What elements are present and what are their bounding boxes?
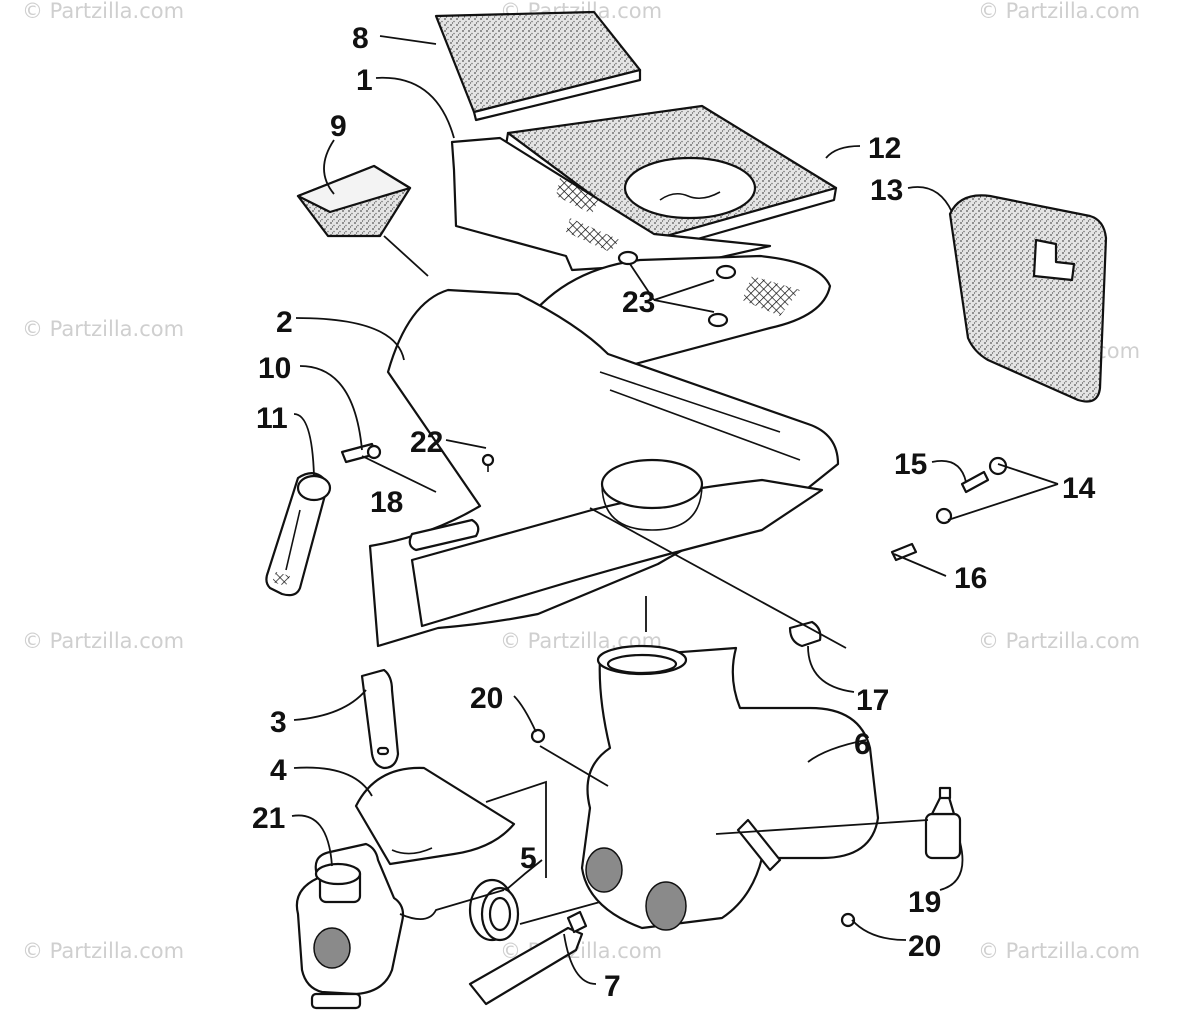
leader-lines (291, 35, 1059, 985)
part-9-foam-cup (296, 164, 412, 238)
callout-22: 22 (410, 426, 443, 459)
callout-2: 2 (276, 306, 293, 339)
part-13-foam-pad (948, 194, 1108, 403)
part-18-hose (408, 518, 480, 552)
part-7-drain-tube (468, 910, 588, 1006)
part-6-lower-airbox (580, 644, 880, 931)
callout-4: 4 (270, 754, 287, 787)
callout-5: 5 (520, 842, 537, 875)
watermarks: © Partzilla.com © Partzilla.com © Partzi… (22, 0, 1140, 963)
part-21-carburetor (295, 842, 405, 1010)
callout-20-upper: 20 (470, 682, 503, 715)
part-8-filter-pad (434, 10, 642, 122)
hardware-screws (340, 442, 1008, 928)
watermark: © Partzilla.com (22, 0, 184, 23)
callout-6: 6 (854, 728, 871, 761)
part-11-handle-grip (265, 472, 332, 597)
callout-13: 13 (870, 174, 903, 207)
callout-21: 21 (252, 802, 285, 835)
callout-23: 23 (622, 286, 655, 319)
callout-1: 1 (356, 64, 373, 97)
callout-12: 12 (868, 132, 901, 165)
callout-17: 17 (856, 684, 889, 717)
watermark: © Partzilla.com (22, 939, 184, 963)
callout-10: 10 (258, 352, 291, 385)
part-5-boot-clamp (468, 878, 520, 942)
callout-3: 3 (270, 706, 287, 739)
callout-14: 14 (1062, 472, 1096, 505)
callout-labels: 8 1 9 12 13 23 2 10 11 22 15 14 18 16 17… (252, 22, 1096, 1003)
callout-18: 18 (370, 486, 403, 519)
callout-19: 19 (908, 886, 941, 919)
watermark: © Partzilla.com (978, 629, 1140, 653)
watermark: © Partzilla.com (22, 629, 184, 653)
watermark: © Partzilla.com (22, 317, 184, 341)
part-2-intake-housing (368, 288, 840, 648)
part-4-heat-shield (354, 766, 516, 866)
callout-15: 15 (894, 448, 927, 481)
watermark: © Partzilla.com (978, 0, 1140, 23)
callout-7: 7 (604, 970, 621, 1003)
callout-9: 9 (330, 110, 347, 143)
part-19-bottle (924, 786, 962, 860)
callout-20-lower: 20 (908, 930, 941, 963)
callout-16: 16 (954, 562, 987, 595)
watermark: © Partzilla.com (978, 939, 1140, 963)
part-3-bracket (360, 668, 400, 770)
callout-8: 8 (352, 22, 369, 55)
callout-11: 11 (256, 402, 288, 435)
